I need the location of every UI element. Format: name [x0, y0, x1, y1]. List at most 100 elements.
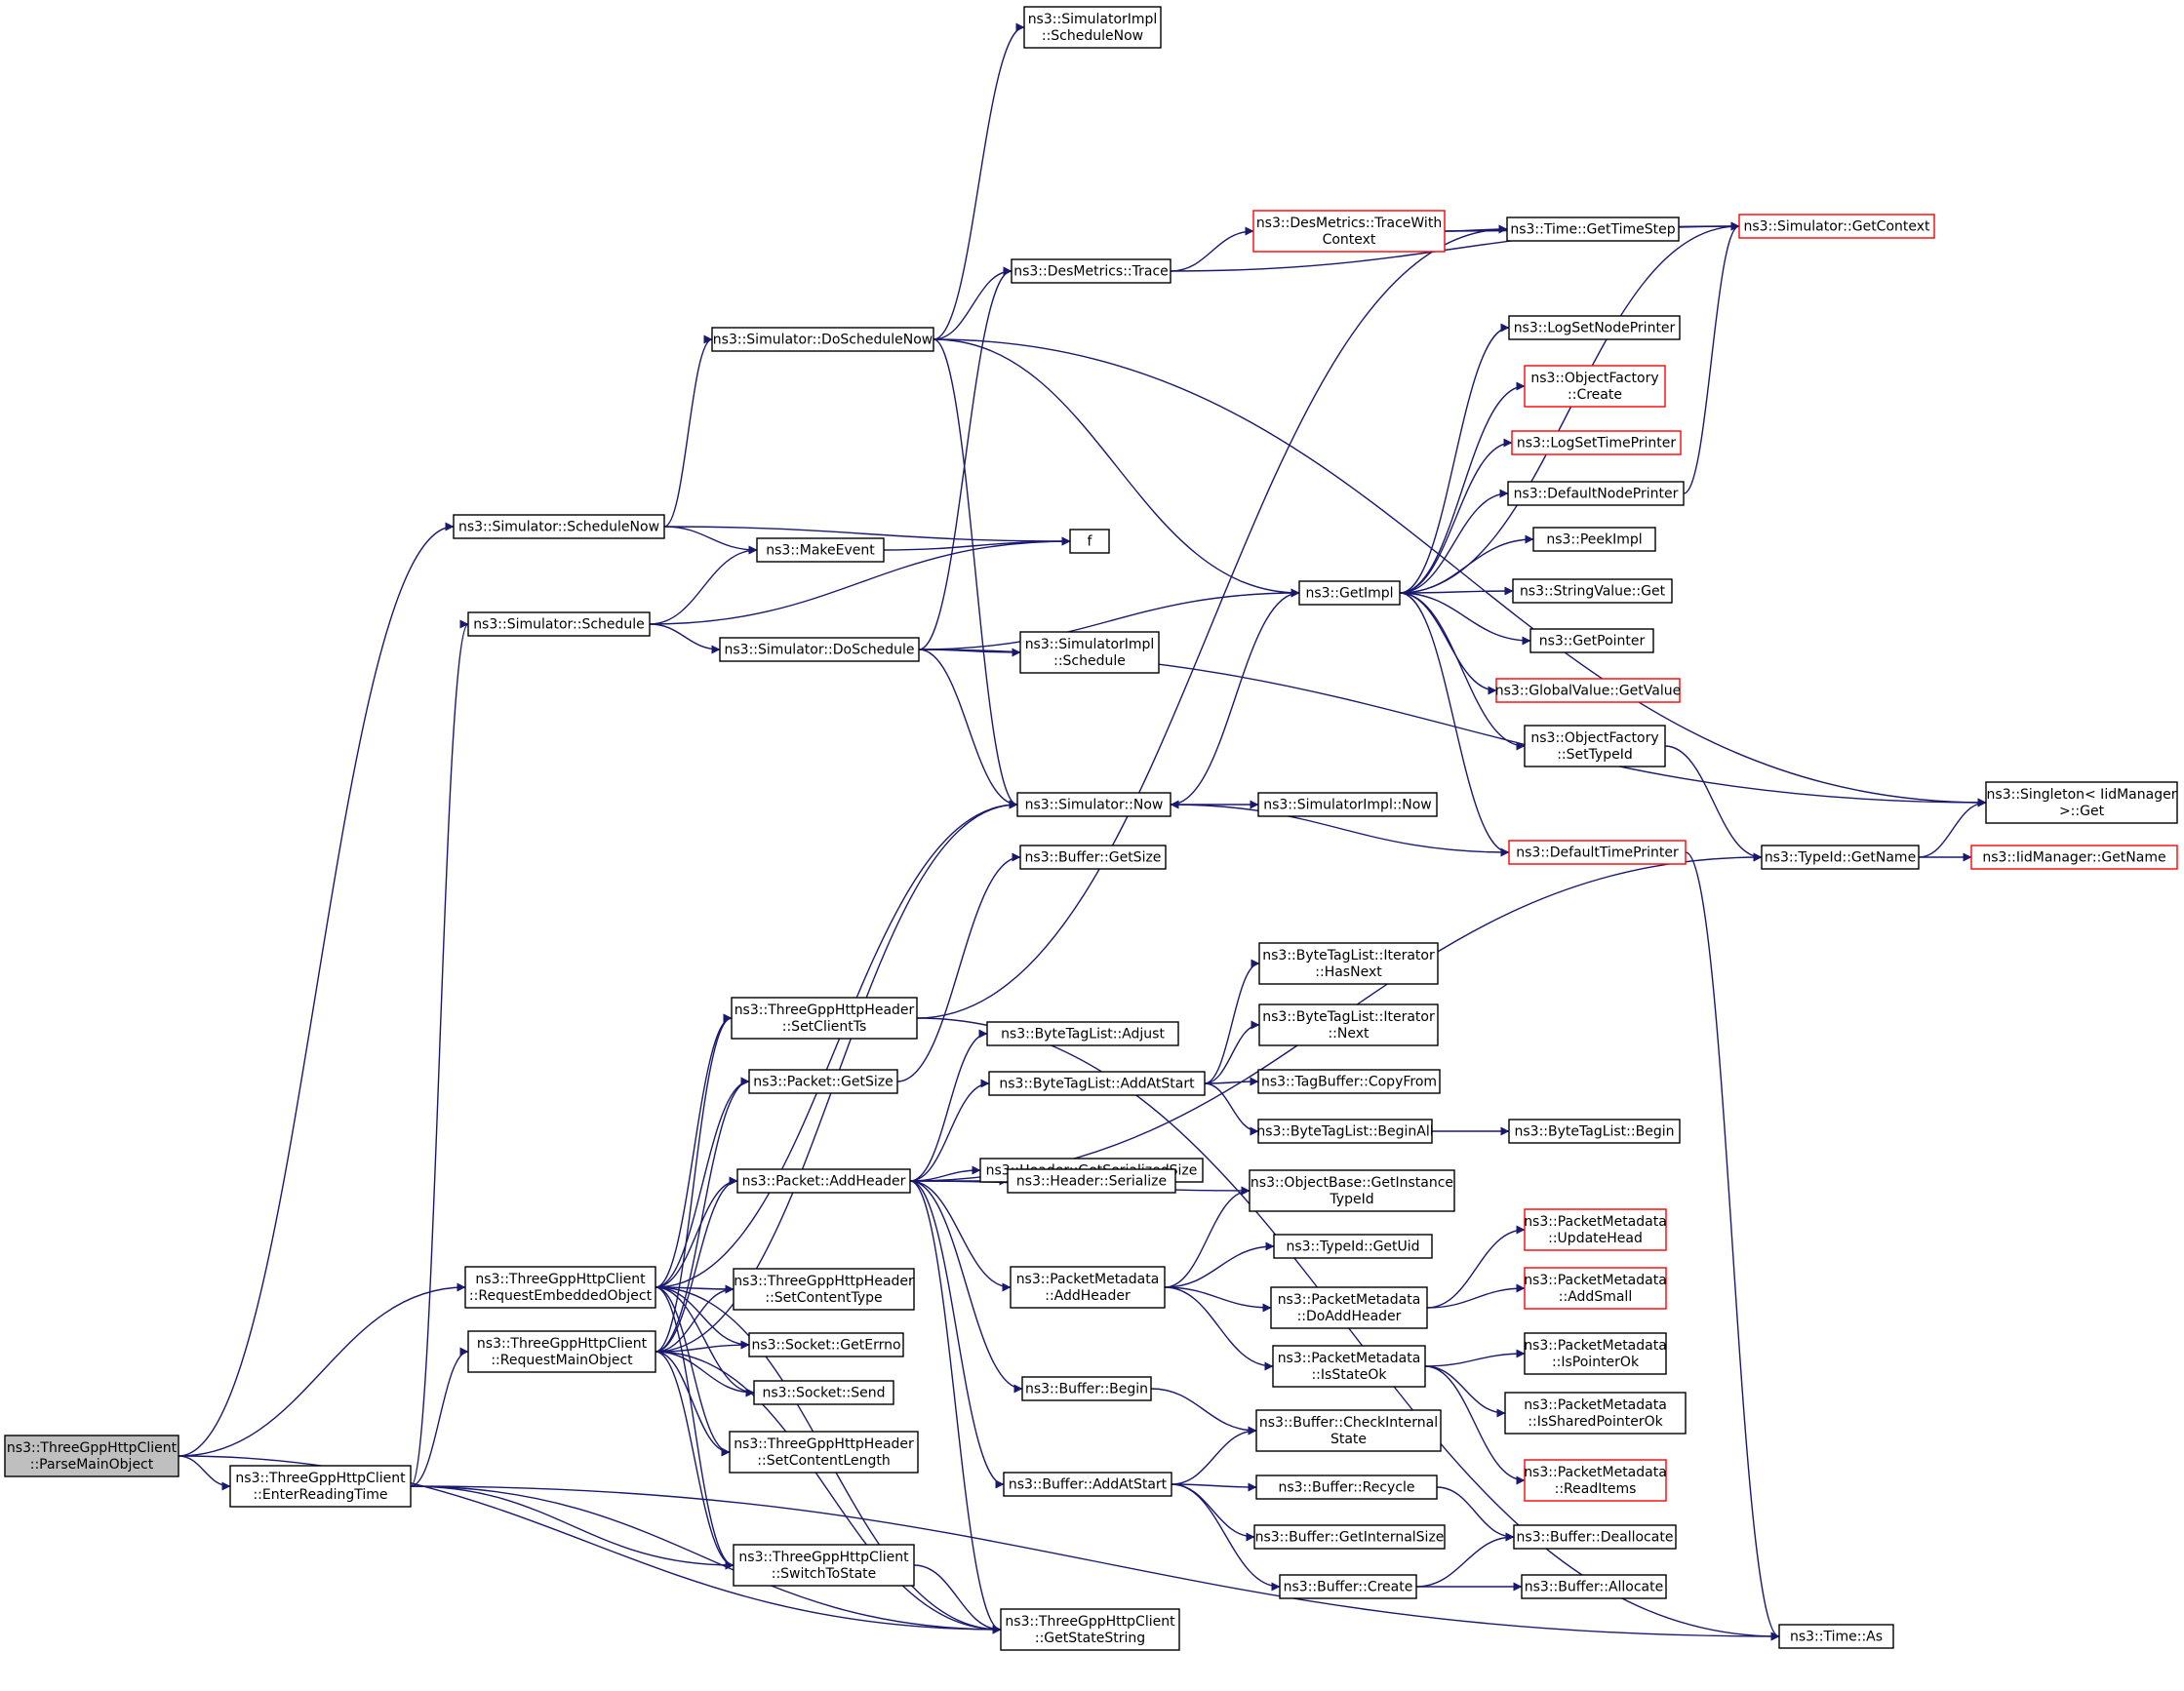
node-time-get-time-step[interactable]: ns3::Time::GetTimeStep	[1506, 216, 1680, 242]
node-type-id-get-name[interactable]: ns3::TypeId::GetName	[1761, 845, 1920, 870]
node-log-set-time-printer[interactable]: ns3::LogSetTimePrinter	[1511, 430, 1682, 455]
call-edge	[649, 545, 758, 625]
node-sim-get-context[interactable]: ns3::Simulator::GetContext	[1738, 214, 1935, 239]
node-set-content-type[interactable]: ns3::ThreeGppHttpHeader::SetContentType	[733, 1268, 915, 1311]
node-make-event[interactable]: ns3::MakeEvent	[756, 537, 885, 563]
node-box	[1507, 481, 1685, 506]
node-sim-impl-schedule[interactable]: ns3::SimulatorImpl::Schedule	[1019, 631, 1160, 674]
node-root[interactable]: ns3::ThreeGppHttpClient::ParseMainObject	[4, 1435, 179, 1477]
node-box	[1249, 1169, 1455, 1212]
node-label: ::HasNext	[1315, 964, 1382, 980]
node-buffer-get-internal-size[interactable]: ns3::Buffer::GetInternalSize	[1253, 1524, 1446, 1550]
node-set-client-ts[interactable]: ns3::ThreeGppHttpHeader::SetClientTs	[731, 997, 918, 1040]
node-type-id-get-uid[interactable]: ns3::TypeId::GetUid	[1273, 1234, 1433, 1259]
node-f[interactable]: f	[1069, 529, 1110, 554]
node-buffer-get-size[interactable]: ns3::Buffer::GetSize	[1019, 845, 1167, 870]
node-byte-tag-add-at-start[interactable]: ns3::ByteTagList::AddAtStart	[988, 1071, 1206, 1096]
node-label: ns3::ThreeGppHttpClient	[1005, 1614, 1175, 1630]
call-edge	[410, 619, 469, 1487]
call-edge	[1415, 1532, 1515, 1588]
node-byte-tag-adjust[interactable]: ns3::ByteTagList::Adjust	[986, 1021, 1179, 1046]
node-do-schedule-now[interactable]: ns3::Simulator::DoScheduleNow	[711, 327, 934, 352]
node-bt-iter-next[interactable]: ns3::ByteTagList::Iterator::Next	[1258, 1003, 1439, 1046]
node-default-time-printer[interactable]: ns3::DefaultTimePrinter	[1508, 840, 1687, 865]
node-box	[1524, 1208, 1667, 1251]
node-bt-begin-all[interactable]: ns3::ByteTagList::BeginAll	[1256, 1119, 1434, 1144]
node-des-trace[interactable]: ns3::DesMetrics::Trace	[1011, 258, 1171, 284]
node-sim-impl-now[interactable]: ns3::SimulatorImpl::Now	[1257, 792, 1438, 817]
call-edge	[1204, 959, 1260, 1084]
call-edge	[655, 1286, 755, 1397]
node-pm-update-head[interactable]: ns3::PacketMetadata::UpdateHead	[1524, 1208, 1667, 1251]
node-label: Context	[1323, 232, 1376, 248]
node-req-embedded[interactable]: ns3::ThreeGppHttpClient::RequestEmbedded…	[464, 1266, 656, 1309]
node-label: ns3::IidManager::GetName	[1982, 850, 2165, 866]
node-buffer-add-at-start[interactable]: ns3::Buffer::AddAtStart	[1003, 1472, 1172, 1497]
node-obj-factory-create[interactable]: ns3::ObjectFactory::Create	[1524, 365, 1666, 408]
node-pm-read-items[interactable]: ns3::PacketMetadata::ReadItems	[1524, 1459, 1667, 1502]
node-pm-is-pointer-ok[interactable]: ns3::PacketMetadata::IsPointerOk	[1524, 1332, 1667, 1375]
node-pm-is-state-ok[interactable]: ns3::PacketMetadata::IsStateOk	[1272, 1345, 1426, 1388]
node-sim-schedule[interactable]: ns3::Simulator::Schedule	[467, 611, 651, 637]
node-packet-add-header[interactable]: ns3::Packet::AddHeader	[736, 1168, 911, 1194]
node-peek-impl[interactable]: ns3::PeekImpl	[1532, 527, 1656, 552]
call-edge	[655, 800, 1018, 1288]
node-pm-do-add-header[interactable]: ns3::PacketMetadata::DoAddHeader	[1270, 1286, 1428, 1329]
node-socket-get-errno[interactable]: ns3::Socket::GetErrno	[748, 1332, 904, 1357]
node-default-node-printer[interactable]: ns3::DefaultNodePrinter	[1507, 481, 1685, 506]
node-packet-get-size[interactable]: ns3::Packet::GetSize	[748, 1069, 898, 1094]
node-req-main[interactable]: ns3::ThreeGppHttpClient::RequestMainObje…	[467, 1330, 656, 1373]
node-box	[1524, 725, 1666, 767]
node-get-impl[interactable]: ns3::GetImpl	[1298, 580, 1401, 606]
node-tag-buffer-copy-from[interactable]: ns3::TagBuffer::CopyFrom	[1257, 1069, 1441, 1094]
node-string-value-get[interactable]: ns3::StringValue::Get	[1512, 578, 1673, 604]
node-buffer-allocate[interactable]: ns3::Buffer::Allocate	[1521, 1574, 1667, 1599]
call-edge	[655, 1176, 738, 1353]
node-buffer-create[interactable]: ns3::Buffer::Create	[1279, 1574, 1417, 1599]
call-edge	[1685, 851, 1780, 1641]
node-socket-send[interactable]: ns3::Socket::Send	[753, 1380, 894, 1405]
node-box	[733, 1268, 915, 1311]
node-sim-impl-schedule-now[interactable]: ns3::SimulatorImpl::ScheduleNow	[1023, 6, 1162, 49]
node-log-set-node-printer[interactable]: ns3::LogSetNodePrinter	[1508, 315, 1681, 340]
node-label: ::ReadItems	[1555, 1481, 1637, 1497]
node-label: ns3::Singleton< IidManager	[1987, 787, 2177, 803]
node-bt-begin[interactable]: ns3::ByteTagList::Begin	[1508, 1119, 1681, 1144]
node-switch-to-state[interactable]: ns3::ThreeGppHttpClient::SwitchToState	[733, 1544, 915, 1587]
node-set-content-length[interactable]: ns3::ThreeGppHttpHeader::SetContentLengt…	[729, 1431, 919, 1474]
node-buffer-begin[interactable]: ns3::Buffer::Begin	[1021, 1376, 1152, 1401]
call-edge	[1170, 800, 1510, 853]
node-do-schedule[interactable]: ns3::Simulator::DoSchedule	[719, 637, 920, 662]
node-label: ns3::StringValue::Get	[1520, 584, 1666, 600]
call-edge	[896, 852, 1021, 1082]
node-header-serialize[interactable]: ns3::Header::Serialize	[1007, 1168, 1176, 1194]
node-singleton-get[interactable]: ns3::Singleton< IidManager >::Get	[1985, 781, 2178, 824]
node-pm-add-header[interactable]: ns3::PacketMetadata::AddHeader	[1010, 1266, 1166, 1309]
call-edge	[918, 266, 1013, 650]
call-edge	[655, 1340, 750, 1353]
node-pm-add-small[interactable]: ns3::PacketMetadata::AddSmall	[1524, 1267, 1667, 1310]
node-enter-reading[interactable]: ns3::ThreeGppHttpClient::EnterReadingTim…	[229, 1465, 412, 1508]
node-label: ns3::Packet::GetSize	[753, 1075, 893, 1090]
node-bt-iter-has-next[interactable]: ns3::ByteTagList::Iterator::HasNext	[1258, 942, 1439, 985]
node-label: >::Get	[2059, 804, 2105, 819]
node-label: ns3::Simulator::ScheduleNow	[458, 520, 659, 535]
node-label: ns3::ThreeGppHttpClient	[475, 1272, 646, 1287]
node-obj-factory-set-type-id[interactable]: ns3::ObjectFactory::SetTypeId	[1524, 725, 1666, 767]
node-time-as[interactable]: ns3::Time::As	[1778, 1624, 1894, 1649]
node-global-value-get-value[interactable]: ns3::GlobalValue::GetValue	[1495, 678, 1681, 703]
node-sim-now[interactable]: ns3::Simulator::Now	[1016, 792, 1171, 817]
node-get-pointer[interactable]: ns3::GetPointer	[1529, 628, 1654, 653]
node-sim-schedule-now[interactable]: ns3::Simulator::ScheduleNow	[453, 514, 665, 539]
node-label: ns3::Buffer::CheckInternal	[1259, 1415, 1438, 1431]
call-edge	[909, 1180, 1012, 1292]
node-buffer-deallocate[interactable]: ns3::Buffer::Deallocate	[1513, 1524, 1677, 1550]
node-buffer-recycle[interactable]: ns3::Buffer::Recycle	[1255, 1475, 1438, 1500]
node-label: ns3::DefaultTimePrinter	[1516, 846, 1679, 861]
node-pm-is-shared-pointer-ok[interactable]: ns3::PacketMetadata::IsSharedPointerOk	[1504, 1392, 1687, 1435]
node-get-state-string[interactable]: ns3::ThreeGppHttpClient::GetStateString	[1000, 1608, 1180, 1651]
node-iid-get-name[interactable]: ns3::IidManager::GetName	[1970, 845, 2178, 870]
